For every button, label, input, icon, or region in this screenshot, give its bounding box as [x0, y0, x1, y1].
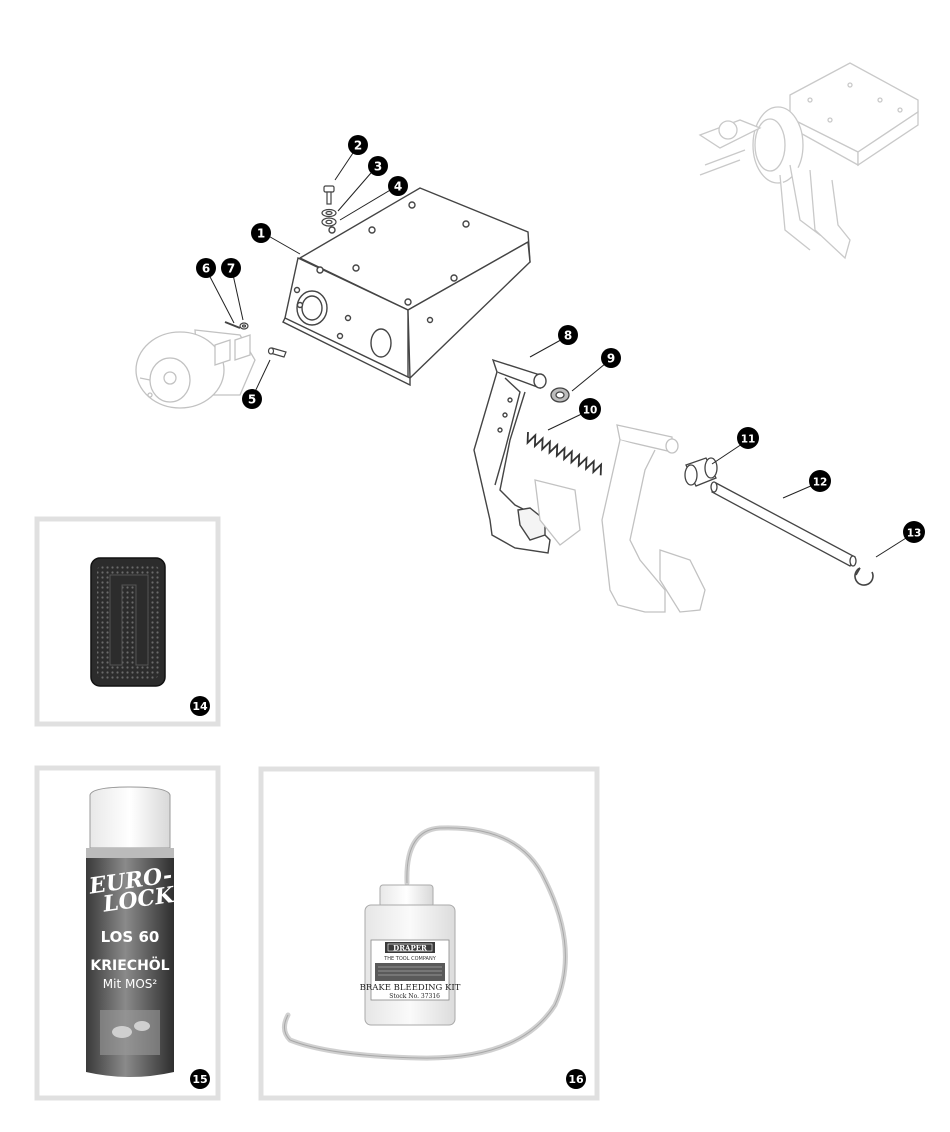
svg-text:10: 10 [583, 405, 598, 417]
panel-bleed-kit: DRAPER THE TOOL COMPANY BRAKE BLEEDING K… [258, 766, 600, 1101]
callout-10: 10 [579, 398, 601, 420]
clutch-pedal-ghost [534, 424, 706, 613]
callout-1: 1 [251, 223, 271, 243]
svg-text:BRAKE BLEEDING KIT: BRAKE BLEEDING KIT [360, 983, 461, 993]
svg-text:4: 4 [394, 180, 402, 194]
svg-text:13: 13 [907, 528, 922, 540]
callout-9: 9 [601, 348, 621, 368]
svg-text:15: 15 [192, 1073, 207, 1086]
svg-text:Mit MOS²: Mit MOS² [103, 977, 158, 991]
svg-text:7: 7 [227, 262, 235, 276]
panel-pedal-rubber: 14 [34, 516, 221, 727]
svg-text:LOS 60: LOS 60 [101, 928, 160, 946]
svg-text:KRIECHÖL: KRIECHÖL [90, 956, 169, 974]
callout-markers: 1 2 3 4 5 6 7 8 9 10 11 12 13 [196, 135, 925, 543]
callout-8: 8 [558, 325, 578, 345]
panel-number-14: 14 [190, 696, 210, 716]
svg-text:3: 3 [374, 160, 382, 174]
callout-13: 13 [903, 521, 925, 543]
svg-text:6: 6 [202, 262, 210, 276]
callout-12: 12 [809, 470, 831, 492]
brake-pedal [473, 358, 551, 554]
svg-text:2: 2 [354, 139, 362, 153]
master-cylinder-ghost [135, 329, 256, 409]
svg-text:12: 12 [813, 477, 828, 489]
panel-number-15: 15 [190, 1069, 210, 1089]
assembled-pedal-box-ghost [698, 62, 919, 260]
callout-7: 7 [221, 258, 241, 278]
pivot-shaft [710, 481, 857, 567]
callout-3: 3 [368, 156, 388, 176]
svg-text:1: 1 [257, 227, 265, 241]
bush [550, 387, 570, 403]
svg-text:16: 16 [568, 1073, 584, 1086]
circlip [854, 567, 874, 586]
svg-text:11: 11 [741, 434, 756, 446]
bolt-and-washers [321, 185, 337, 227]
svg-text:Stock No. 37316: Stock No. 37316 [389, 993, 440, 1000]
svg-text:9: 9 [607, 352, 615, 366]
svg-text:DRAPER: DRAPER [393, 944, 427, 953]
svg-text:THE TOOL COMPANY: THE TOOL COMPANY [383, 956, 436, 962]
pin-clip-washer [224, 321, 287, 358]
pedal-box-body [282, 187, 531, 387]
svg-text:8: 8 [564, 329, 572, 343]
sleeve [684, 457, 718, 487]
callout-11: 11 [737, 427, 759, 449]
panel-number-16: 16 [566, 1069, 586, 1089]
panel-spray-can: EURO- LOCK LOS 60 KRIECHÖL Mit MOS² 15 [34, 765, 221, 1101]
callout-5: 5 [242, 389, 262, 409]
callout-6: 6 [196, 258, 216, 278]
svg-text:14: 14 [192, 700, 208, 713]
leader-lines [206, 146, 915, 558]
svg-text:5: 5 [248, 393, 256, 407]
return-spring [526, 431, 603, 476]
callout-2: 2 [348, 135, 368, 155]
callout-4: 4 [388, 176, 408, 196]
